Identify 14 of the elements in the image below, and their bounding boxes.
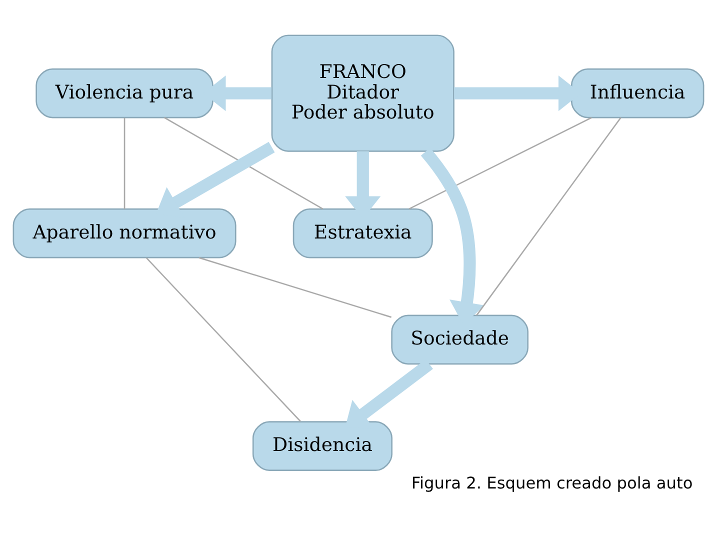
connector [476,117,622,316]
node-box: Aparello normativo [12,208,236,258]
node-box: Influencia [570,68,704,118]
connector [146,258,301,422]
node-box: FRANCO Ditador Poder absoluto [271,34,454,152]
connector [408,117,592,210]
node-box: Violencia pura [36,68,214,118]
node-box: Estratexia [292,208,433,258]
connector [124,118,126,210]
node-box: Disidencia [252,421,392,471]
node-box: Sociedade [391,314,528,365]
connector [164,117,324,210]
caption: Figura 2. Esquem creado pola auto [411,474,693,493]
connector [198,257,392,318]
